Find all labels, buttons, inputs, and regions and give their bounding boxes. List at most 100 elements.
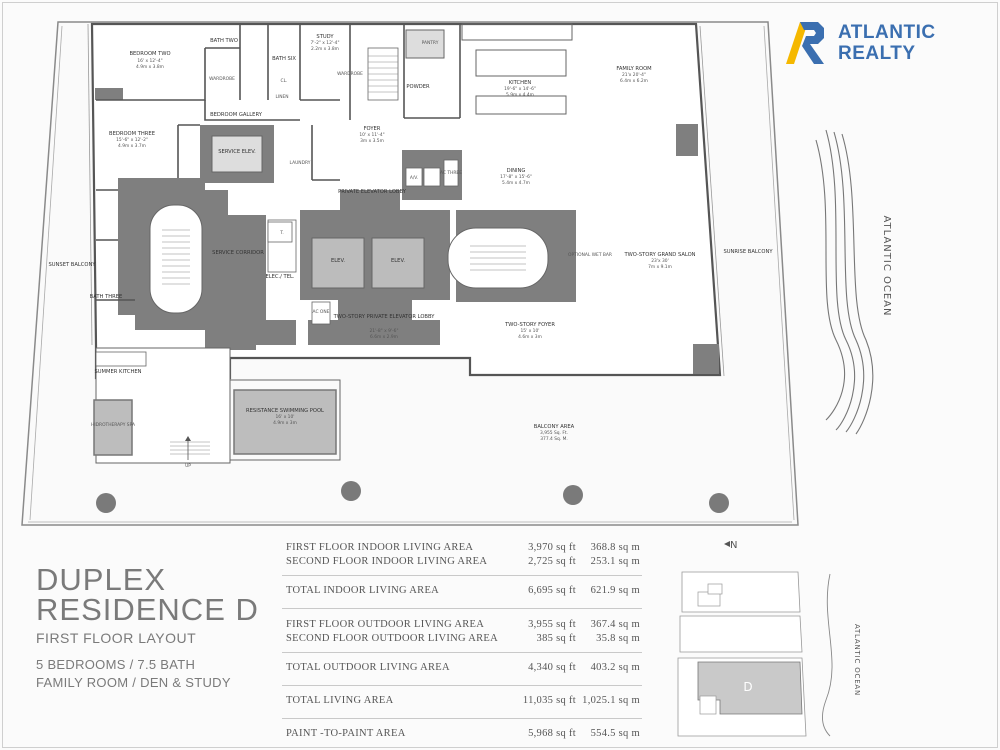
area-sqft: 3,970 sq ft <box>528 542 576 553</box>
dim-grand-salon-m: 7m x 9.1m <box>648 264 672 270</box>
area-sqft: 5,968 sq ft <box>528 728 576 739</box>
area-label: SECOND FLOOR INDOOR LIVING AREA <box>286 556 488 567</box>
room-spa: HIDROTHERAPY SPA <box>91 422 135 428</box>
room-summer-kitchen: SUMMER KITCHEN <box>94 369 141 375</box>
room-powder: POWDER <box>406 84 430 90</box>
area-sqft: 385 sq ft <box>536 633 576 644</box>
area-sqm: 253.1 sq m <box>590 556 640 567</box>
dim-foyer: 10' x 11'-4" <box>359 132 384 138</box>
ocean-label: ATLANTIC OCEAN <box>881 215 892 316</box>
room-linen: LINEN <box>275 94 288 100</box>
room-foyer: FOYER <box>364 126 381 132</box>
area-label: TOTAL INDOOR LIVING AREA <box>286 585 440 596</box>
room-study: STUDY <box>316 34 334 40</box>
dim-bedroom-two-m: 4.9m x 3.8m <box>136 64 164 70</box>
area-sqft: 2,725 sq ft <box>528 556 576 567</box>
subtitle: FIRST FLOOR LAYOUT <box>36 630 197 646</box>
area-sqm: 403.2 sq m <box>590 662 640 673</box>
dim-study-m: 2.2m x 3.8m <box>311 46 339 52</box>
partitions <box>96 24 461 301</box>
title-block: DUPLEX RESIDENCE D FIRST FLOOR LAYOUT 5 … <box>36 562 259 690</box>
title-line1: DUPLEX <box>36 562 167 597</box>
dim-bedroom-two: 16' x 12'-4" <box>137 58 162 64</box>
dim-dining: 17'-8" x 15'-6" <box>500 174 532 180</box>
area-sqm: 1,025.1 sq m <box>582 695 640 706</box>
area-group: FIRST FLOOR INDOOR LIVING AREA 3,970 sq f… <box>282 538 642 576</box>
room-private-lobby: PRIVATE ELEVATOR LOBBY <box>338 189 407 195</box>
room-balcony: BALCONY AREA <box>534 424 575 430</box>
room-kitchen: KITCHEN <box>509 80 532 86</box>
area-label: FIRST FLOOR OUTDOOR LIVING AREA <box>286 619 485 630</box>
keyplan-unit-label: D <box>743 680 752 694</box>
room-closet-a: CL. <box>281 78 288 84</box>
keyplan-ocean-label: ATLANTIC OCEAN <box>853 624 861 696</box>
title-line2: RESIDENCE D <box>36 592 259 627</box>
service-stair <box>149 204 203 314</box>
room-av: A/V. <box>410 175 418 181</box>
label-elev-one: ELEV. <box>331 258 345 264</box>
dim-pool-m: 4.9m x 3m <box>273 420 297 426</box>
dim-family: 21'x 20'-4" <box>622 72 646 78</box>
room-bedroom-two: BEDROOM TWO <box>129 51 170 57</box>
room-two-story-foyer: TWO-STORY FOYER <box>504 322 555 328</box>
elevator-two <box>371 237 425 289</box>
room-bath-six: BATH SIX <box>272 56 296 62</box>
room-grand-salon: TWO-STORY GRAND SALON <box>623 252 695 258</box>
brand-mark-icon <box>786 22 824 64</box>
swimming-pool <box>233 389 337 455</box>
dim-kitchen-m: 5.9m x 4.4m <box>506 92 534 98</box>
keyplan-unit-d <box>697 661 803 715</box>
north-indicator: N <box>730 540 737 551</box>
room-bath-two: BATH TWO <box>210 38 238 44</box>
brand-logo: ATLANTIC REALTY <box>784 20 936 66</box>
room-sunrise-balcony: SUNRISE BALCONY <box>723 249 773 255</box>
dim-study: 7'-2" x 12'-4" <box>311 40 340 46</box>
dim-dining-m: 5.4m x 4.7m <box>502 180 530 186</box>
area-row: PAINT -TO-PAINT AREA 5,968 sq ft 554.5 sq … <box>282 727 642 741</box>
room-gallery: BEDROOM GALLERY <box>210 112 263 118</box>
key-plan: N D ATLANTIC OCEAN <box>677 540 861 737</box>
info-rooms: FAMILY ROOM / DEN & STUDY <box>36 675 231 690</box>
room-wardrobe-b: WARDROBE <box>337 71 363 77</box>
brand-name-line2: REALTY <box>838 43 916 64</box>
area-sqft: 4,340 sq ft <box>528 662 576 673</box>
room-service-corridor: SERVICE CORRIDOR <box>212 250 264 256</box>
dim-balcony: 3,955 Sq. Ft. <box>540 430 568 436</box>
room-ac-three: AC THREE <box>440 170 462 176</box>
area-label: SECOND FLOOR OUTDOOR LIVING AREA <box>286 633 499 644</box>
area-sqm: 35.8 sq m <box>596 633 640 644</box>
room-dining: DINING <box>507 168 526 174</box>
dim-family-m: 6.4m x 6.2m <box>620 78 648 84</box>
room-ac-one: AC ONE <box>313 309 330 315</box>
dim-bedroom-three-m: 4.9m x 3.7m <box>118 143 146 149</box>
room-two-story-lobby: TWO-STORY PRIVATE ELEVATOR LOBBY <box>333 314 436 320</box>
area-sqm: 554.5 sq m <box>590 728 640 739</box>
ocean-waves <box>815 129 874 435</box>
room-pantry: PANTRY <box>422 40 439 46</box>
label-up: UP <box>185 463 191 469</box>
room-elec-tel: ELEC./ TEL. <box>265 274 294 280</box>
keyplan-coastline <box>822 573 833 737</box>
area-table: FIRST FLOOR INDOOR LIVING AREA 3,970 sq f… <box>282 538 642 749</box>
dim-bedroom-three: 15'-6" x 12'-2" <box>116 137 148 143</box>
north-arrow-icon <box>724 541 730 547</box>
floor-plan: BEDROOM TWO 16' x 12'-4" 4.9m x 3.8m BAT… <box>21 21 892 526</box>
area-sqm: 621.9 sq m <box>590 585 640 596</box>
area-group: PAINT -TO-PAINT AREA 5,968 sq ft 554.5 sq … <box>282 719 642 749</box>
dim-kitchen: 19'-6" x 14'-6" <box>504 86 536 92</box>
area-label: FIRST FLOOR INDOOR LIVING AREA <box>286 542 474 553</box>
service-elevator <box>211 135 263 173</box>
columns <box>96 481 729 513</box>
room-family: FAMILY ROOM <box>616 66 651 72</box>
area-sqm: 368.8 sq m <box>590 542 640 553</box>
area-row: SECOND FLOOR OUTDOOR LIVING AREA 385 sq f… <box>282 632 642 646</box>
room-wardrobe-a: WARDROBE <box>209 76 235 82</box>
area-label: PAINT -TO-PAINT AREA <box>286 728 406 739</box>
